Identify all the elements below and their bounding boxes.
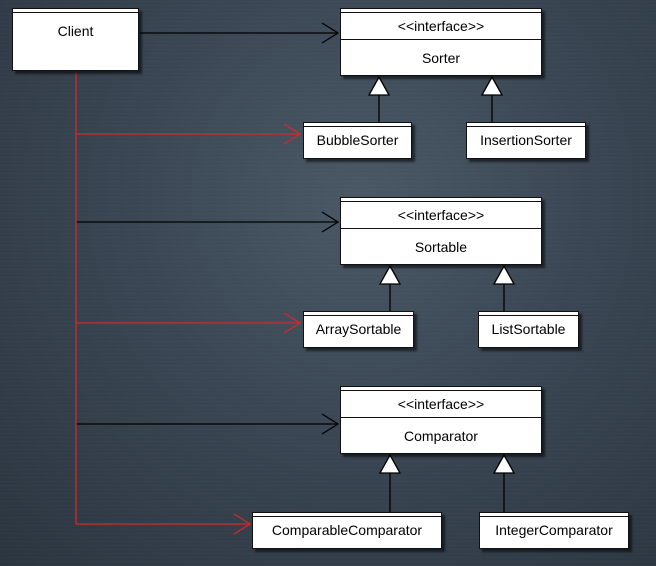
sortable-interface-header-strip (341, 198, 541, 202)
sorter-interface-stereotype: <<interface>> (397, 18, 485, 34)
client-class[interactable]: Client (12, 8, 139, 71)
client-to-arraysortable-arrowhead (283, 312, 302, 334)
client-class-header-strip (13, 9, 138, 13)
client-to-comparator-arrowhead (321, 413, 340, 435)
sorter-interface-name: Sorter (421, 50, 461, 66)
integercomparator-realization-triangle (492, 453, 516, 474)
sortable-interface-divider (341, 228, 541, 229)
sorter-interface-header-strip (341, 9, 541, 13)
client-to-bubblesorter-arrowhead (283, 123, 302, 145)
comparablecomparator-class[interactable]: ComparableComparator (252, 512, 442, 549)
comparator-interface-header-strip (341, 387, 541, 391)
listsortable-class-name: ListSortable (491, 321, 566, 337)
bubblesorter-class[interactable]: BubbleSorter (303, 122, 412, 159)
comparablecomparator-class-name: ComparableComparator (271, 522, 423, 538)
insertionsorter-realization-triangle (480, 75, 504, 96)
sortable-interface-name: Sortable (414, 239, 468, 255)
arraysortable-class-name: ArraySortable (315, 321, 402, 337)
insertionsorter-class[interactable]: InsertionSorter (466, 122, 586, 159)
sortable-interface-stereotype: <<interface>> (397, 207, 485, 223)
arraysortable-realization-triangle (378, 264, 402, 285)
integercomparator-class-header-strip (480, 513, 628, 517)
listsortable-class[interactable]: ListSortable (478, 311, 579, 348)
comparablecomparator-realization-triangle (378, 453, 402, 474)
listsortable-class-header-strip (479, 312, 578, 316)
bubblesorter-class-name: BubbleSorter (316, 132, 399, 148)
integercomparator-class-name: IntegerComparator (495, 522, 613, 538)
listsortable-realization-triangle (492, 264, 516, 285)
client-to-sortable-arrowhead (321, 211, 340, 233)
bubblesorter-class-header-strip (304, 123, 411, 127)
sortable-interface[interactable]: <<interface>> Sortable (340, 197, 542, 265)
bubblesorter-realization-triangle (367, 75, 391, 96)
integercomparator-class[interactable]: IntegerComparator (479, 512, 629, 549)
sorter-interface[interactable]: <<interface>> Sorter (340, 8, 542, 76)
comparator-interface[interactable]: <<interface>> Comparator (340, 386, 542, 454)
client-class-name: Client (57, 23, 94, 39)
comparator-interface-name: Comparator (404, 428, 478, 444)
comparator-interface-divider (341, 417, 541, 418)
arraysortable-class[interactable]: ArraySortable (303, 311, 414, 348)
arraysortable-class-header-strip (304, 312, 413, 316)
client-to-sorter-arrowhead (321, 22, 340, 44)
comparator-interface-stereotype: <<interface>> (397, 396, 485, 412)
client-to-comparablecomparator-arrowhead (233, 513, 252, 535)
comparablecomparator-class-header-strip (253, 513, 441, 517)
insertionsorter-class-name: InsertionSorter (480, 132, 572, 148)
sorter-interface-divider (341, 39, 541, 40)
insertionsorter-class-header-strip (467, 123, 585, 127)
